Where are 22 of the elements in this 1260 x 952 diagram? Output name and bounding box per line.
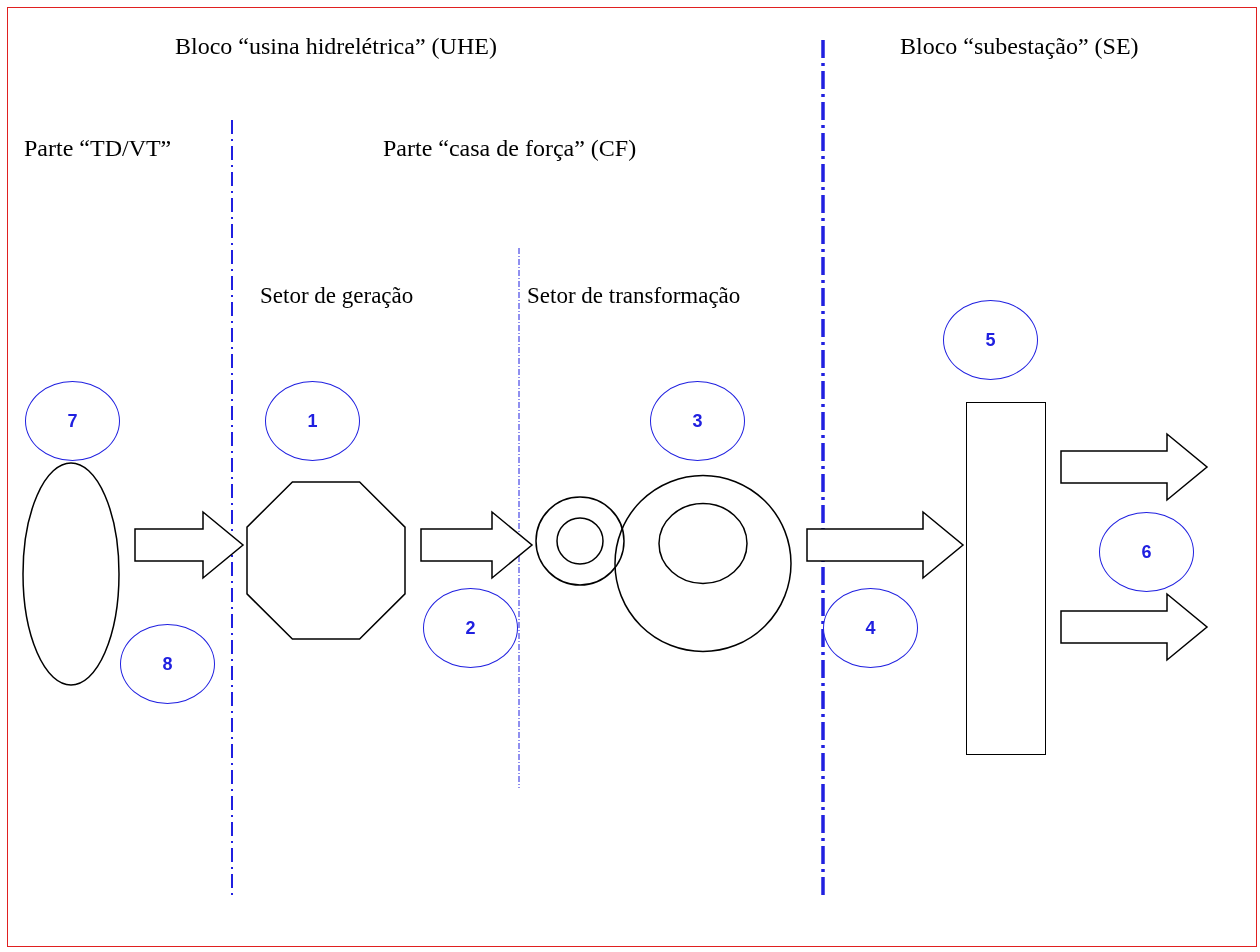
- callout-number: 3: [692, 409, 703, 433]
- octagon-shape: [246, 481, 406, 640]
- ellipse-shape: [22, 462, 120, 686]
- section-heading: Setor de transformação: [527, 284, 741, 307]
- section-heading: Parte “TD/VT”: [24, 136, 172, 160]
- callout-number: 7: [67, 409, 78, 433]
- block-arrow: [806, 510, 965, 580]
- section-heading: Parte “casa de força” (CF): [383, 136, 637, 160]
- bar-shape: [966, 402, 1046, 755]
- callout-number: 1: [307, 409, 318, 433]
- block-arrow: [1060, 432, 1209, 502]
- section-heading: Bloco “subestação” (SE): [900, 34, 1139, 58]
- section-heading: Bloco “usina hidrelétrica” (UHE): [175, 34, 497, 58]
- block-arrow: [134, 510, 245, 580]
- section-heading: Setor de geração: [260, 284, 414, 307]
- callout-number: 2: [465, 616, 476, 640]
- block-arrow: [1060, 592, 1209, 662]
- callout-number: 6: [1141, 540, 1152, 564]
- callout-number: 8: [162, 652, 173, 676]
- callout-number: 4: [865, 616, 876, 640]
- block-arrow: [420, 510, 534, 580]
- callout-number: 5: [985, 328, 996, 352]
